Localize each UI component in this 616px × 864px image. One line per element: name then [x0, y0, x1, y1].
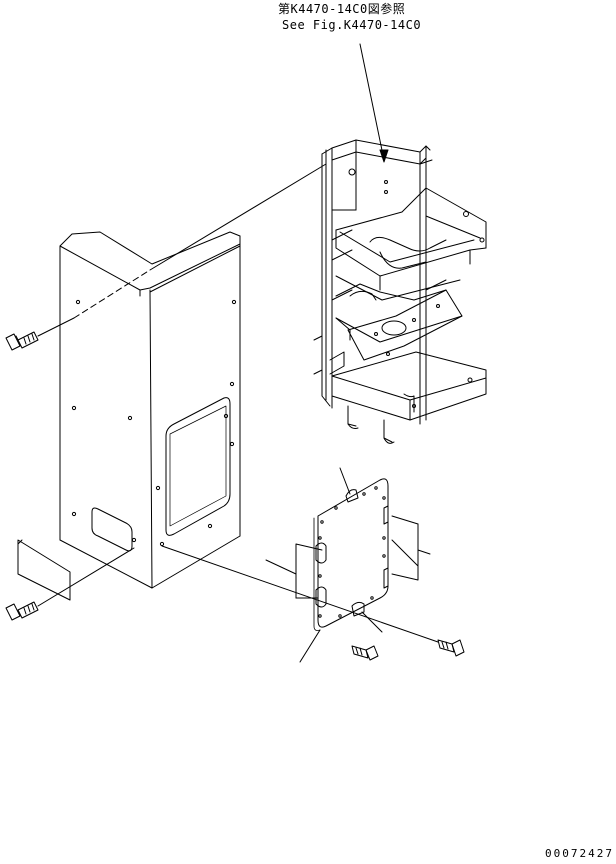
cover-to-frame-axis [150, 164, 326, 270]
bolt-lower-left-axis [38, 548, 134, 606]
cover-panel [60, 232, 240, 588]
bolt-lower-right-axis [162, 546, 438, 642]
reference-leader [360, 44, 388, 162]
reference-label-japanese: 第K4470-14C0図参照 [278, 2, 406, 16]
bolt-upper-left-axis [38, 318, 74, 336]
bolt-lower-left [6, 602, 38, 620]
bolt-upper-left [6, 332, 38, 350]
part-leader-lines [266, 468, 430, 662]
bracket-frame-assembly [314, 140, 486, 443]
bolt-upper-left-axis-dashed [74, 270, 150, 318]
drawing-number: 00072427 [545, 847, 614, 860]
reference-label-english: See Fig.K4470-14C0 [282, 18, 422, 32]
small-cover-plate [18, 540, 70, 600]
bolt-lower-center [352, 646, 378, 660]
bolt-lower-right [438, 640, 464, 656]
inspection-cover-plate [314, 479, 388, 631]
